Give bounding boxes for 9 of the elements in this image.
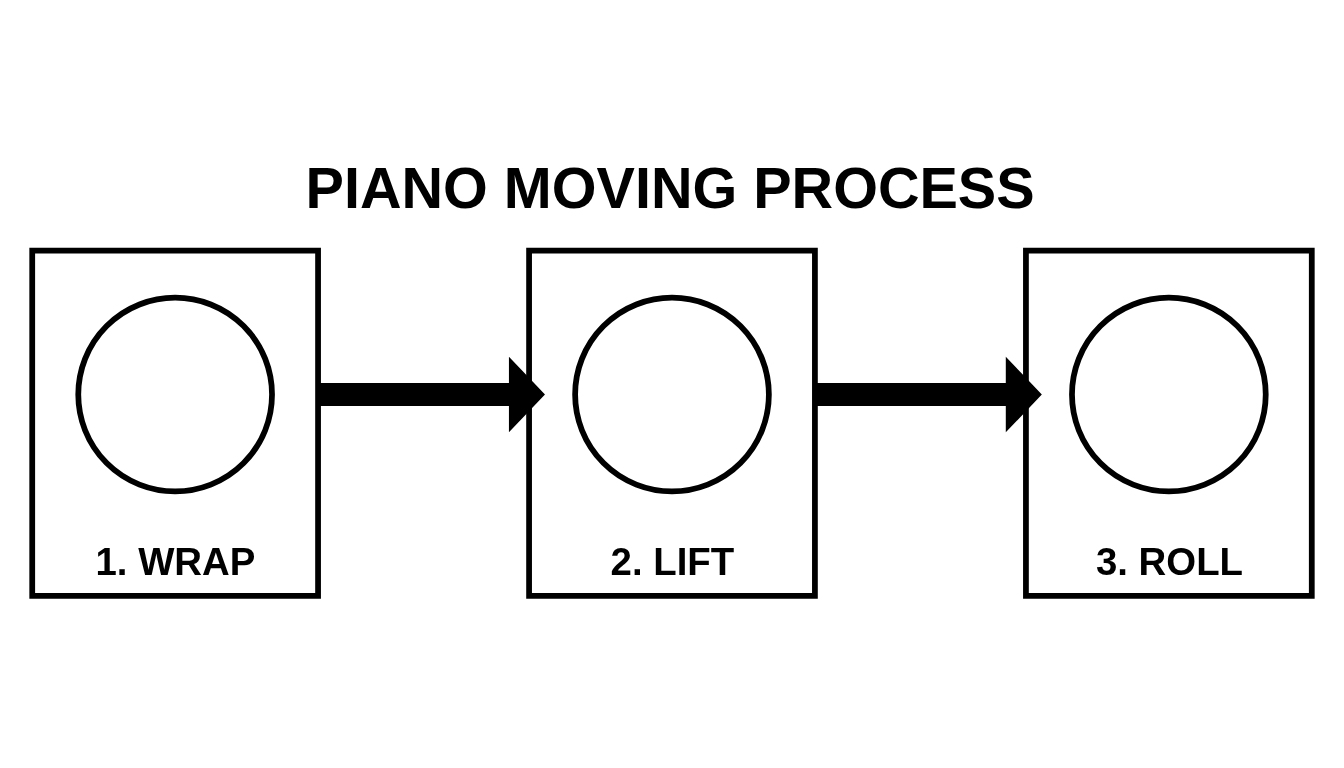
cluster: 3. ROLL: [1023, 247, 1315, 599]
node-circle: [572, 294, 772, 495]
arrow: [318, 356, 545, 433]
node-circle: [1069, 294, 1269, 495]
arrow: [814, 356, 1042, 433]
diagram-title: PIANO MOVING PROCESS: [305, 156, 1035, 221]
cluster: 1. WRAP: [29, 247, 321, 599]
cluster: 2. LIFT: [526, 247, 818, 599]
node-circle: [75, 294, 275, 495]
